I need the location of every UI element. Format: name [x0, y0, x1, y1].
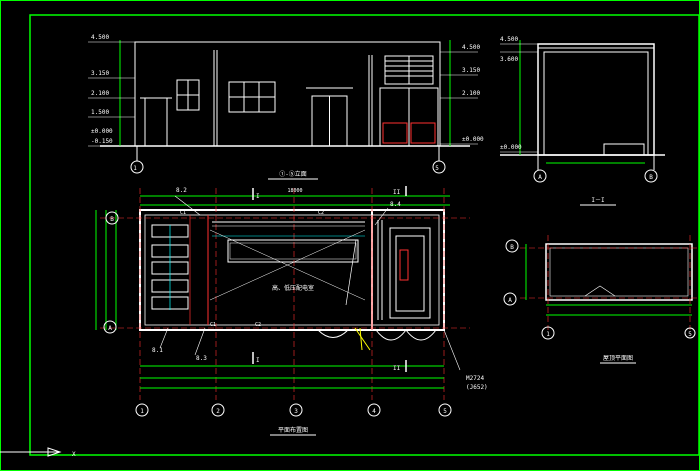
section-level-3: ±0.000 [500, 144, 522, 151]
roof-grid-bubble-a: A [508, 297, 512, 304]
elevation-title: ①-⑤立面 [279, 170, 307, 178]
elev-level-4: 1.500 [91, 109, 109, 116]
plan-leader-label-4: 8.1 [152, 347, 163, 354]
plan-window-label-2: C2 [318, 210, 324, 216]
plan-cut-mark-top: I [256, 193, 260, 200]
front-elevation [88, 40, 478, 174]
plan-grid-bubble-b: B [110, 216, 114, 223]
elev-right-level-2: 3.150 [462, 67, 480, 74]
plan-title: 平面布置图 [278, 426, 308, 434]
elev-level-1: 4.500 [91, 34, 109, 41]
section-level-1: 4.500 [500, 36, 518, 43]
plan-grid-bubble-4: 4 [372, 408, 376, 415]
plan-door-note: M2724 [466, 375, 484, 382]
plan-cut-mark-right-top: II [393, 189, 401, 196]
plan-door-note-ref: (J652) [466, 384, 488, 391]
plan-window-label-1: C1 [180, 210, 186, 216]
plan-grid-bubble-5: 5 [443, 408, 447, 415]
section-grid-bubble-left: A [538, 174, 542, 181]
elev-level-3: 2.100 [91, 90, 109, 97]
plan-window-label-4: C2 [255, 322, 261, 328]
roof-grid-bubble-b: B [510, 244, 514, 251]
plan-leader-label-2: 8.4 [390, 201, 401, 208]
frame-arrow-icon [47, 447, 62, 457]
plan-grid-bubble-a: A [108, 325, 112, 332]
plan-grid-bubble-1: 1 [140, 408, 144, 415]
plan-dim-overall: 18000 [287, 188, 302, 194]
elev-level-6: -0.150 [91, 138, 113, 145]
plan-leader-label-1: 8.2 [176, 187, 187, 194]
plan-cut-mark-right-bottom: II [393, 365, 401, 372]
plan-grid-bubble-2: 2 [216, 408, 220, 415]
plan-room-label: 高、低压配电室 [272, 284, 314, 292]
plan-grid-bubble-3: 3 [294, 408, 298, 415]
elev-right-level-3: 2.100 [462, 90, 480, 97]
plan-cut-mark-bottom: I [256, 357, 260, 364]
roof-grid-bubble-1: 1 [546, 331, 550, 338]
elev-right-level-1: 4.500 [462, 44, 480, 51]
plan-leader-label-3: 8.3 [196, 355, 207, 362]
frame-marker-label: X [72, 451, 76, 458]
roof-plan-title: 屋顶平面图 [603, 355, 633, 362]
plan-window-label-3: C1 [210, 322, 216, 328]
elev-right-level-4: ±0.000 [462, 136, 484, 143]
sheet-inner-frame [29, 14, 700, 456]
elev-level-5: ±0.000 [91, 128, 113, 135]
floor-plan [95, 186, 470, 417]
elev-grid-bubble-right: 5 [435, 165, 439, 172]
section-title: I－I [591, 197, 605, 204]
section-level-2: 3.600 [500, 56, 518, 63]
roof-plan [503, 235, 700, 340]
section-view [500, 40, 665, 183]
elev-level-2: 3.150 [91, 70, 109, 77]
elev-grid-bubble-left: 1 [133, 165, 137, 172]
section-grid-bubble-right: B [649, 174, 653, 181]
roof-grid-bubble-5: 5 [688, 331, 692, 338]
